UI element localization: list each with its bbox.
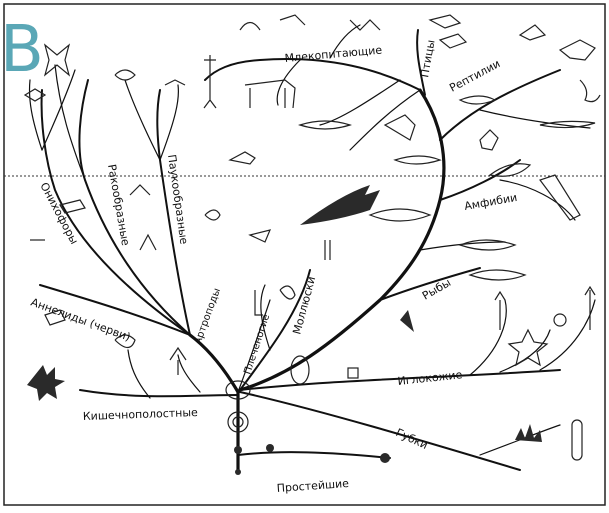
salamander-icon (490, 164, 530, 177)
squid-icon (325, 240, 330, 260)
mammal-small-icon (230, 152, 255, 164)
dinosaur-icon (560, 40, 595, 60)
branch-coel-2 (128, 350, 150, 398)
figure-frame (4, 4, 605, 505)
lancelet-icon (291, 356, 309, 384)
rodent-icon (280, 15, 305, 25)
ammonite-icon (205, 210, 220, 220)
trilobite-icon (130, 185, 150, 195)
echinoderm-larva-icon (348, 368, 358, 378)
amphibian-fossil-icon (540, 175, 580, 220)
branch-coel-3 (178, 355, 200, 392)
human-icon (204, 55, 216, 108)
branch-chordates (240, 90, 444, 390)
starfish-icon (509, 330, 547, 365)
branch-mammals (205, 59, 420, 90)
branch-arach-2 (125, 80, 160, 160)
label-protozoa: Простейшие (276, 477, 349, 495)
nautilus-icon (280, 286, 295, 299)
bird-2-icon (520, 25, 545, 40)
fish-4-icon (395, 156, 440, 164)
whale-icon (300, 121, 350, 129)
label-arthropods: Артроподы (192, 287, 222, 346)
branch-sponges (240, 392, 520, 470)
branch-echino-1 (470, 300, 506, 375)
frog-icon (480, 130, 498, 150)
tree-branches (30, 25, 596, 470)
label-coelenterates: Кишечнополостные (83, 406, 199, 423)
branch-rept-2 (480, 110, 590, 128)
horse-icon (245, 80, 295, 108)
sponge-tube-icon (572, 420, 582, 460)
branch-coelenterates (80, 390, 238, 396)
crinoid-icon (495, 292, 505, 330)
hydra-icon (170, 348, 186, 375)
branch-arach-3 (160, 85, 178, 160)
label-reptiles: Рептилии (447, 57, 502, 95)
label-sponges: Губки (394, 426, 430, 452)
crocodile-icon (540, 121, 595, 127)
label-annelids: Аннелиды (черви) (29, 296, 132, 344)
organism-illustrations (25, 15, 600, 475)
label-arachnids: Паукообразные (165, 154, 191, 246)
scorpion-icon (165, 80, 185, 85)
fish-1-icon (370, 209, 430, 221)
panel-letter: В (0, 18, 44, 82)
crustacean-icon (140, 235, 156, 250)
coral-icon (27, 365, 65, 401)
brachiopod-shell-icon (400, 310, 414, 332)
bird-3-icon (440, 34, 466, 48)
urchin-icon (554, 314, 566, 326)
fish-2-icon (460, 240, 515, 250)
bird-1-icon (430, 15, 460, 28)
branch-protozoa (238, 452, 390, 458)
snake-icon (580, 80, 600, 102)
label-onychophora: Онихофоры (37, 180, 80, 246)
bat-icon (240, 23, 260, 31)
butterfly-icon (45, 45, 69, 75)
sponge-icon (515, 424, 542, 442)
protozoa-cell-icon (234, 446, 242, 454)
shark-icon (300, 185, 380, 225)
kangaroo-icon (385, 115, 415, 140)
label-amphibians: Амфибии (463, 191, 518, 213)
label-molluscs: Моллюски (290, 275, 318, 336)
fish-3-icon (470, 270, 525, 280)
spider-icon (115, 70, 135, 80)
label-echinoderms: Иглокожие (397, 368, 463, 388)
snail-icon (250, 230, 270, 242)
label-birds: Птицы (418, 39, 437, 79)
branch-mamm-4 (320, 80, 400, 125)
amoeba-icon (380, 453, 390, 463)
branch-labels: Млекопитающие Птицы Рептилии Амфибии Рыб… (29, 39, 518, 495)
